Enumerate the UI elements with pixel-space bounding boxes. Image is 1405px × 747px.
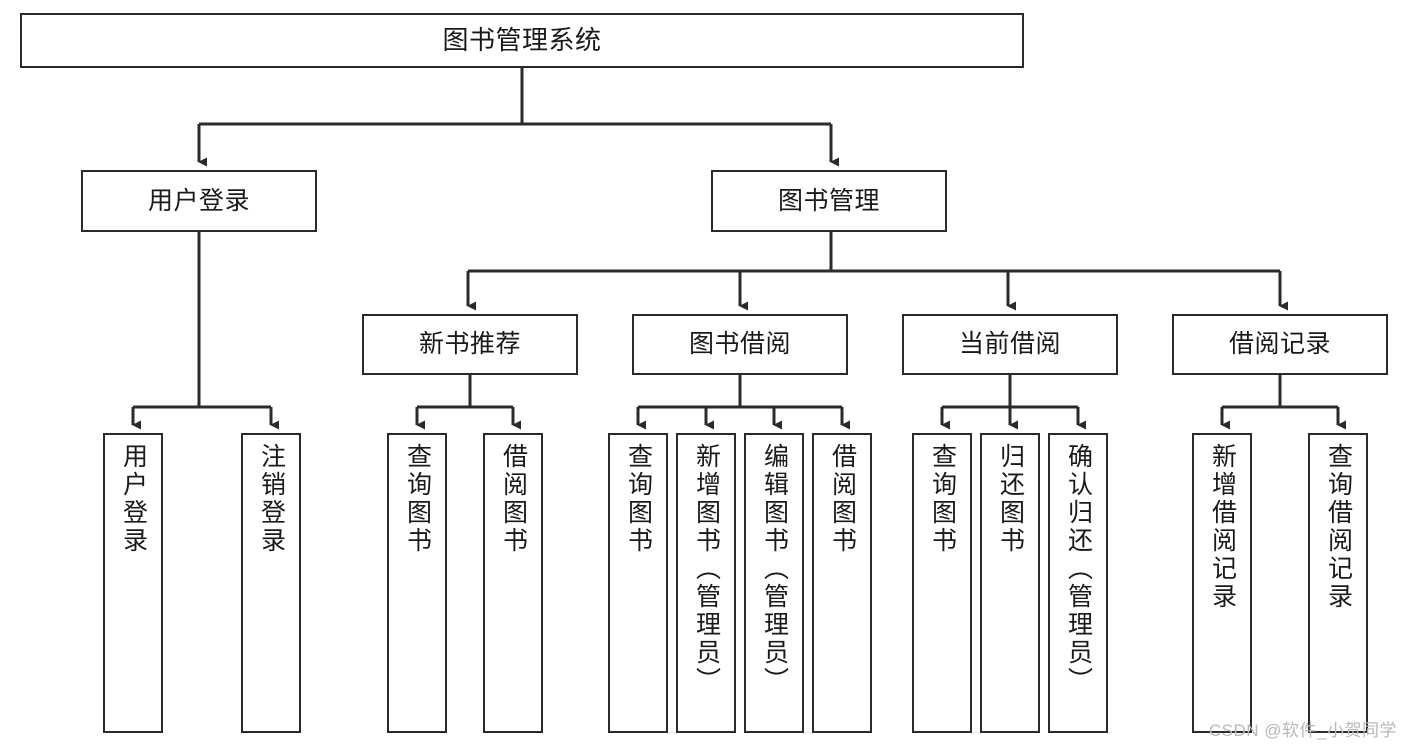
node-current-borrow[interactable]: 当前借阅 <box>902 314 1118 375</box>
node-label: 确认归还（管理员） <box>1064 443 1093 695</box>
node-leaf-new-book-query[interactable]: 查询图书 <box>387 433 447 733</box>
node-leaf-current-borrow-query[interactable]: 查询图书 <box>912 433 972 733</box>
node-label: 用户登录 <box>119 443 148 555</box>
node-root-book-management-system[interactable]: 图书管理系统 <box>20 13 1024 68</box>
node-label: 借阅图书 <box>828 443 857 555</box>
node-label: 借阅记录 <box>1228 330 1331 358</box>
node-label: 用户登录 <box>147 186 250 215</box>
node-label: 当前借阅 <box>958 330 1061 358</box>
node-label: 借阅图书 <box>499 443 528 555</box>
node-borrow-record[interactable]: 借阅记录 <box>1172 314 1388 375</box>
node-leaf-book-borrow-edit[interactable]: 编辑图书（管理员） <box>744 433 804 733</box>
node-label: 新增图书（管理员） <box>692 443 721 695</box>
node-label: 归还图书 <box>996 443 1025 555</box>
node-leaf-borrow-record-add[interactable]: 新增借阅记录 <box>1192 433 1252 733</box>
node-label: 新书推荐 <box>418 330 521 358</box>
node-leaf-new-book-borrow[interactable]: 借阅图书 <box>483 433 543 733</box>
node-leaf-current-borrow-return[interactable]: 归还图书 <box>980 433 1040 733</box>
node-leaf-borrow-record-query[interactable]: 查询借阅记录 <box>1308 433 1368 733</box>
node-label: 图书管理系统 <box>442 25 602 56</box>
node-leaf-user-login-logout[interactable]: 注销登录 <box>241 433 301 733</box>
node-label: 新增借阅记录 <box>1208 443 1237 611</box>
node-label: 图书管理 <box>777 186 880 215</box>
node-leaf-book-borrow-borrow[interactable]: 借阅图书 <box>812 433 872 733</box>
node-label: 查询图书 <box>928 443 957 555</box>
node-label: 查询图书 <box>403 443 432 555</box>
node-book-management[interactable]: 图书管理 <box>711 170 947 232</box>
watermark-text: CSDN @软件_小贺同学 <box>1208 721 1397 740</box>
node-leaf-book-borrow-query[interactable]: 查询图书 <box>608 433 668 733</box>
node-label: 查询借阅记录 <box>1324 443 1353 611</box>
node-leaf-user-login-login[interactable]: 用户登录 <box>103 433 163 733</box>
node-new-book-recommend[interactable]: 新书推荐 <box>362 314 578 375</box>
node-label: 注销登录 <box>257 443 286 555</box>
node-label: 编辑图书（管理员） <box>760 443 789 695</box>
node-label: 图书借阅 <box>688 330 791 358</box>
node-book-borrow[interactable]: 图书借阅 <box>632 314 848 375</box>
node-user-login[interactable]: 用户登录 <box>81 170 317 232</box>
node-label: 查询图书 <box>624 443 653 555</box>
node-leaf-book-borrow-add[interactable]: 新增图书（管理员） <box>676 433 736 733</box>
node-leaf-current-borrow-confirm[interactable]: 确认归还（管理员） <box>1048 433 1108 733</box>
